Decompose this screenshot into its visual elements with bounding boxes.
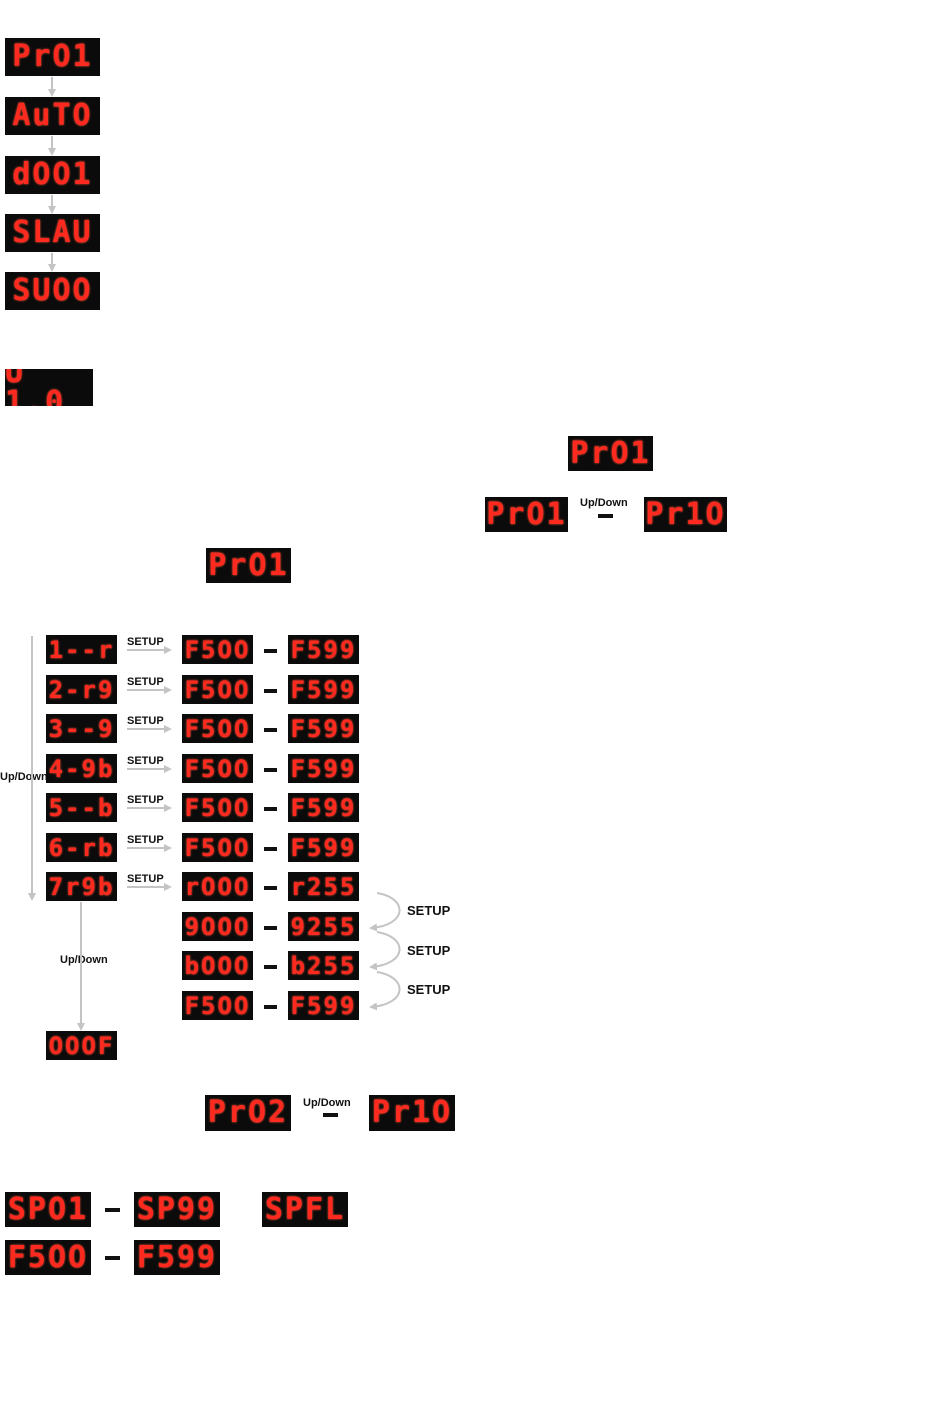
display-step-from: rOOO — [182, 872, 253, 901]
display-step-from: F5OO — [182, 754, 253, 783]
display-step-name: 1--r — [46, 635, 117, 664]
curve-setup-label: SETUP — [407, 943, 451, 958]
display-step-name: 3--9 — [46, 714, 117, 743]
step-range-dash — [264, 847, 277, 851]
steps-updown-label: Up/Down — [0, 771, 48, 783]
display-step-name: 2-r9 — [46, 675, 117, 704]
display-step-to: F599 — [288, 675, 359, 704]
fade-range-dash — [105, 1256, 120, 1260]
setup-label: SETUP — [127, 676, 164, 688]
program2-range-dash — [323, 1113, 338, 1117]
step-range-dash — [264, 649, 277, 653]
display-speed-from: SPO1 — [5, 1192, 91, 1227]
display-step-from: F5OO — [182, 675, 253, 704]
display-color-to: b255 — [288, 951, 359, 980]
setup-curve-arrow — [369, 971, 401, 1011]
display-step-name: 5--b — [46, 793, 117, 822]
display-end-value: OOOF — [46, 1031, 117, 1060]
display-color-from: bOOO — [182, 951, 253, 980]
end-updown-label: Up/Down — [60, 954, 108, 966]
step-range-dash — [264, 689, 277, 693]
display-step-name: 6-rb — [46, 833, 117, 862]
display-step-to: F599 — [288, 833, 359, 862]
display-step-to: F599 — [288, 714, 359, 743]
display-step-to: F599 — [288, 635, 359, 664]
speed-range-dash — [105, 1208, 120, 1212]
display-step-to: F599 — [288, 793, 359, 822]
display-program-current: PrO1 — [206, 548, 291, 583]
curve-setup-label: SETUP — [407, 982, 451, 997]
program-range-dash — [598, 514, 613, 518]
display-step-from: F5OO — [182, 833, 253, 862]
color-range-dash — [264, 965, 277, 969]
setup-label: SETUP — [127, 636, 164, 648]
display-step-name: 7r9b — [46, 872, 117, 901]
display-speed-to: SP99 — [134, 1192, 220, 1227]
setup-label: SETUP — [127, 715, 164, 727]
step-range-dash — [264, 886, 277, 890]
display-version: U 1.0 — [5, 369, 93, 406]
display-fade-from: F5OO — [5, 1240, 91, 1275]
display-step-name: 4-9b — [46, 754, 117, 783]
display-program-single: PrO1 — [568, 436, 653, 471]
setup-label: SETUP — [127, 794, 164, 806]
display-fade-to: F599 — [134, 1240, 220, 1275]
display-color-from: F5OO — [182, 991, 253, 1020]
display-program-range-from: PrO1 — [485, 497, 568, 532]
display-color-from: 9OOO — [182, 912, 253, 941]
step-range-dash — [264, 728, 277, 732]
display-step-from: F5OO — [182, 635, 253, 664]
step-range-dash — [264, 768, 277, 772]
display-step-from: F5OO — [182, 793, 253, 822]
display-step-to: r255 — [288, 872, 359, 901]
display-step-from: F5OO — [182, 714, 253, 743]
setup-label: SETUP — [127, 873, 164, 885]
display-menu-slave: SLAU — [5, 214, 100, 252]
setup-curve-arrow — [369, 892, 401, 932]
display-menu-auto: AuTO — [5, 97, 100, 135]
color-range-dash — [264, 926, 277, 930]
color-range-dash — [264, 1005, 277, 1009]
display-menu-program: PrO1 — [5, 38, 100, 76]
setup-curve-arrow — [369, 931, 401, 971]
step-range-dash — [264, 807, 277, 811]
display-step-to: F599 — [288, 754, 359, 783]
setup-label: SETUP — [127, 834, 164, 846]
display-menu-sound: SUOO — [5, 272, 100, 310]
display-program2-to: Pr1O — [369, 1095, 455, 1131]
display-color-to: 9255 — [288, 912, 359, 941]
setup-label: SETUP — [127, 755, 164, 767]
display-program2-from: PrO2 — [205, 1095, 291, 1131]
program2-range-label: Up/Down — [303, 1097, 351, 1109]
display-color-to: F599 — [288, 991, 359, 1020]
display-program-range-to: Pr1O — [644, 497, 727, 532]
program-range-label: Up/Down — [580, 497, 628, 509]
curve-setup-label: SETUP — [407, 903, 451, 918]
display-speed-extra: SPFL — [262, 1192, 348, 1227]
display-menu-address: dOO1 — [5, 156, 100, 194]
